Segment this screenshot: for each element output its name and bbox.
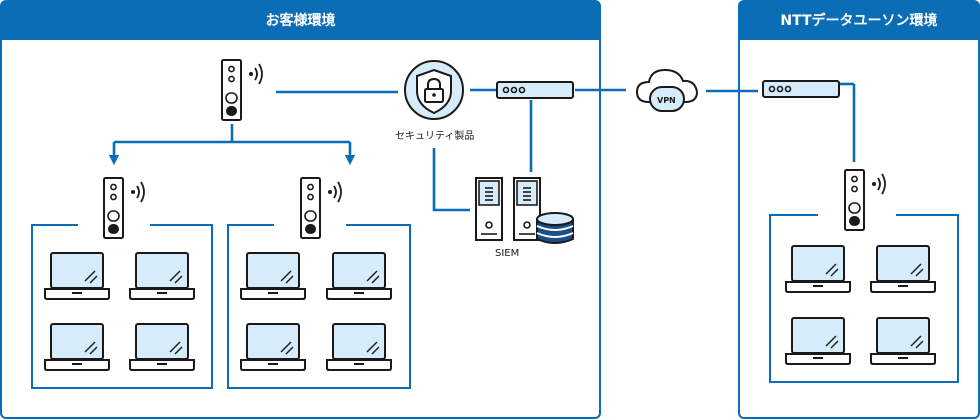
ntt-router-icon <box>762 80 840 98</box>
vpn-label: VPN <box>657 96 676 105</box>
laptop-icon <box>870 317 936 365</box>
ntt-environment-panel: NTTデータユーソン環境 <box>738 0 980 419</box>
customer-environment-title: お客様環境 <box>2 2 599 40</box>
laptop-icon <box>129 252 195 300</box>
wireless-access-point-icon <box>300 177 342 239</box>
laptop-icon <box>785 317 851 365</box>
customer-group-box-left <box>31 224 213 389</box>
laptop-icon <box>870 245 936 293</box>
network-connections <box>108 82 856 212</box>
customer-group-box-right <box>227 224 411 389</box>
wireless-access-point-icon <box>844 169 886 231</box>
laptop-icon <box>240 252 306 300</box>
laptop-icon <box>129 323 195 371</box>
wireless-access-point-icon <box>221 59 263 121</box>
ntt-environment-title: NTTデータユーソン環境 <box>740 2 978 40</box>
laptop-icon <box>326 252 392 300</box>
laptop-icon <box>785 245 851 293</box>
laptop-icon <box>44 323 110 371</box>
customer-router-icon <box>496 81 574 99</box>
database-icon <box>536 212 574 244</box>
ntt-group-box <box>769 214 959 383</box>
siem-server-icon <box>475 177 503 241</box>
siem-label: SIEM <box>495 248 520 259</box>
vpn-cloud-icon <box>635 68 699 112</box>
laptop-icon <box>326 323 392 371</box>
security-product-shield-icon <box>404 60 464 120</box>
security-product-label: セキュリティ製品 <box>395 131 475 142</box>
laptop-icon <box>44 252 110 300</box>
wireless-access-point-icon <box>103 177 145 239</box>
laptop-icon <box>240 323 306 371</box>
